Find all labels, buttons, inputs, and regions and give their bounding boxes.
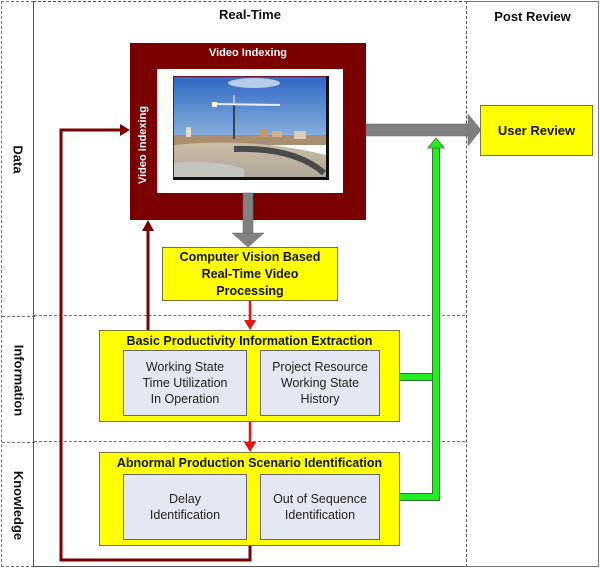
- realtime-title: Real-Time: [219, 7, 281, 22]
- out-of-sequence-identification-box: Out of Sequence Identification: [260, 474, 380, 540]
- basic-info-extraction-title: Basic Productivity Information Extractio…: [126, 334, 373, 348]
- row-label-information: Information: [2, 316, 35, 443]
- row-label-knowledge: Knowledge: [2, 442, 35, 568]
- cv-processing-box: Computer Vision Based Real-Time Video Pr…: [162, 247, 338, 301]
- output-arrow-to-user-review: [365, 113, 482, 147]
- video-indexing-title-top: Video Indexing: [208, 47, 288, 59]
- video-to-processing-arrow: [231, 192, 265, 248]
- abnormal-scenario-title: Abnormal Production Scenario Identificat…: [116, 456, 383, 470]
- delay-identification-box: Delay Identification: [123, 474, 247, 540]
- user-review-box: User Review: [480, 105, 593, 156]
- post-review-title: Post Review: [494, 9, 571, 24]
- info-to-knowledge-arrow: [244, 422, 256, 452]
- construction-site-image: [173, 76, 329, 180]
- review-feedback-arrow: [400, 137, 445, 501]
- project-resource-history-box: Project Resource Working State History: [260, 350, 380, 416]
- working-state-time-utilization-box: Working State Time Utilization In Operat…: [123, 350, 247, 416]
- info-feedback-arrow: [142, 220, 154, 330]
- post-review-lane: [466, 1, 599, 567]
- processing-to-info-arrow: [244, 301, 256, 330]
- realtime-lane: [33, 1, 467, 567]
- construction-photo-illustration: [174, 77, 326, 177]
- knowledge-feedback-arrow: [59, 124, 252, 562]
